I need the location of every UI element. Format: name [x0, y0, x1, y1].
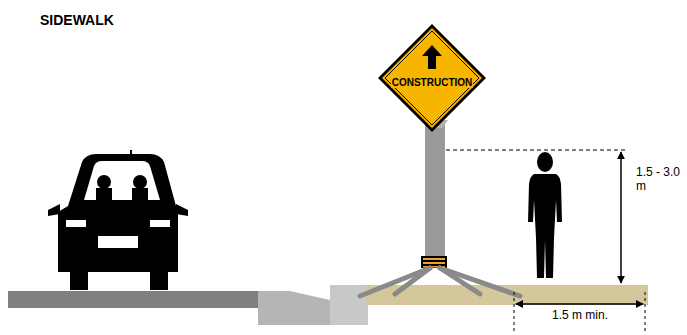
sign-post — [425, 120, 445, 258]
height-dimension-arrow — [620, 152, 622, 283]
gutter — [258, 291, 330, 325]
road — [8, 291, 260, 308]
sidewalk-surface — [366, 285, 648, 305]
curb — [330, 285, 368, 325]
sign-stand-legs — [360, 268, 520, 296]
title: SIDEWALK — [40, 12, 114, 28]
warning-sign: CONSTRUCTION — [377, 23, 487, 133]
height-dimension: 1.5 - 3.0 m — [636, 166, 682, 194]
car-windows — [84, 161, 160, 200]
width-dimension: 1.5 m min. — [550, 309, 610, 323]
sign-text: CONSTRUCTION — [391, 77, 474, 88]
car-lights — [66, 220, 170, 248]
width-extension-line — [645, 292, 646, 334]
pedestrian-silhouette — [528, 152, 562, 278]
car-silhouette — [48, 150, 188, 290]
car-occupants — [96, 175, 148, 200]
width-extension-line — [514, 292, 515, 334]
height-extension-line — [446, 150, 626, 151]
width-dimension-arrow — [516, 303, 643, 305]
spring-base — [421, 256, 447, 268]
